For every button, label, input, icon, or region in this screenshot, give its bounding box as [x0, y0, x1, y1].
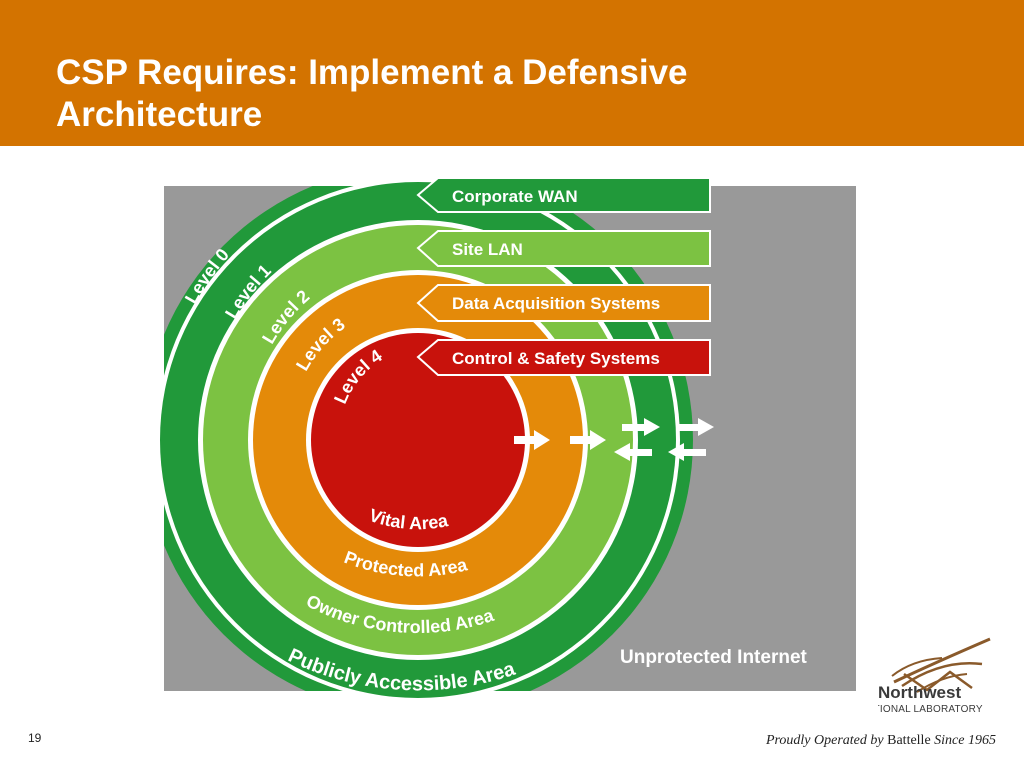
- logo-subtitle: NATIONAL LABORATORY: [878, 704, 983, 715]
- two-way-arrow-level2-to-level1: [614, 418, 660, 461]
- two-way-arrow-level1-to-level0: [668, 418, 714, 461]
- footer-brand: Battelle: [887, 733, 931, 748]
- pnnl-logo-mark: [891, 637, 991, 693]
- network-tag-site-lan: Site LAN: [416, 230, 711, 267]
- svg-text:Corporate WAN: Corporate WAN: [452, 187, 578, 206]
- logo-name: Northwest: [878, 683, 962, 702]
- footer-tagline: Proudly Operated by Battelle Since 1965: [766, 733, 996, 749]
- title-line-1: CSP Requires: Implement a Defensive: [56, 53, 688, 92]
- page-number: 19: [28, 731, 42, 745]
- one-way-arrow-level4-to-level3: [514, 430, 550, 450]
- network-tag-data-acquisition-systems: Data Acquisition Systems: [416, 284, 711, 322]
- unprotected-internet-label: Unprotected Internet: [620, 647, 808, 668]
- svg-text:Control & Safety Systems: Control & Safety Systems: [452, 349, 660, 368]
- svg-text:Site LAN: Site LAN: [452, 240, 523, 259]
- title-line-2: Architecture: [56, 95, 263, 134]
- header-bar: [0, 0, 1024, 146]
- page-title: CSP Requires: Implement a Defensive Arch…: [56, 52, 688, 136]
- footer-prefix: Proudly Operated by: [765, 733, 884, 748]
- svg-text:Data Acquisition Systems: Data Acquisition Systems: [452, 294, 660, 313]
- footer-suffix: Since 1965: [934, 733, 996, 748]
- network-tag-control-safety-systems: Control & Safety Systems: [416, 339, 711, 376]
- network-tag-corporate-wan: Corporate WAN: [416, 177, 711, 213]
- level-4-vital-area: [311, 333, 525, 547]
- one-way-arrow-level3-to-level2: [570, 430, 606, 450]
